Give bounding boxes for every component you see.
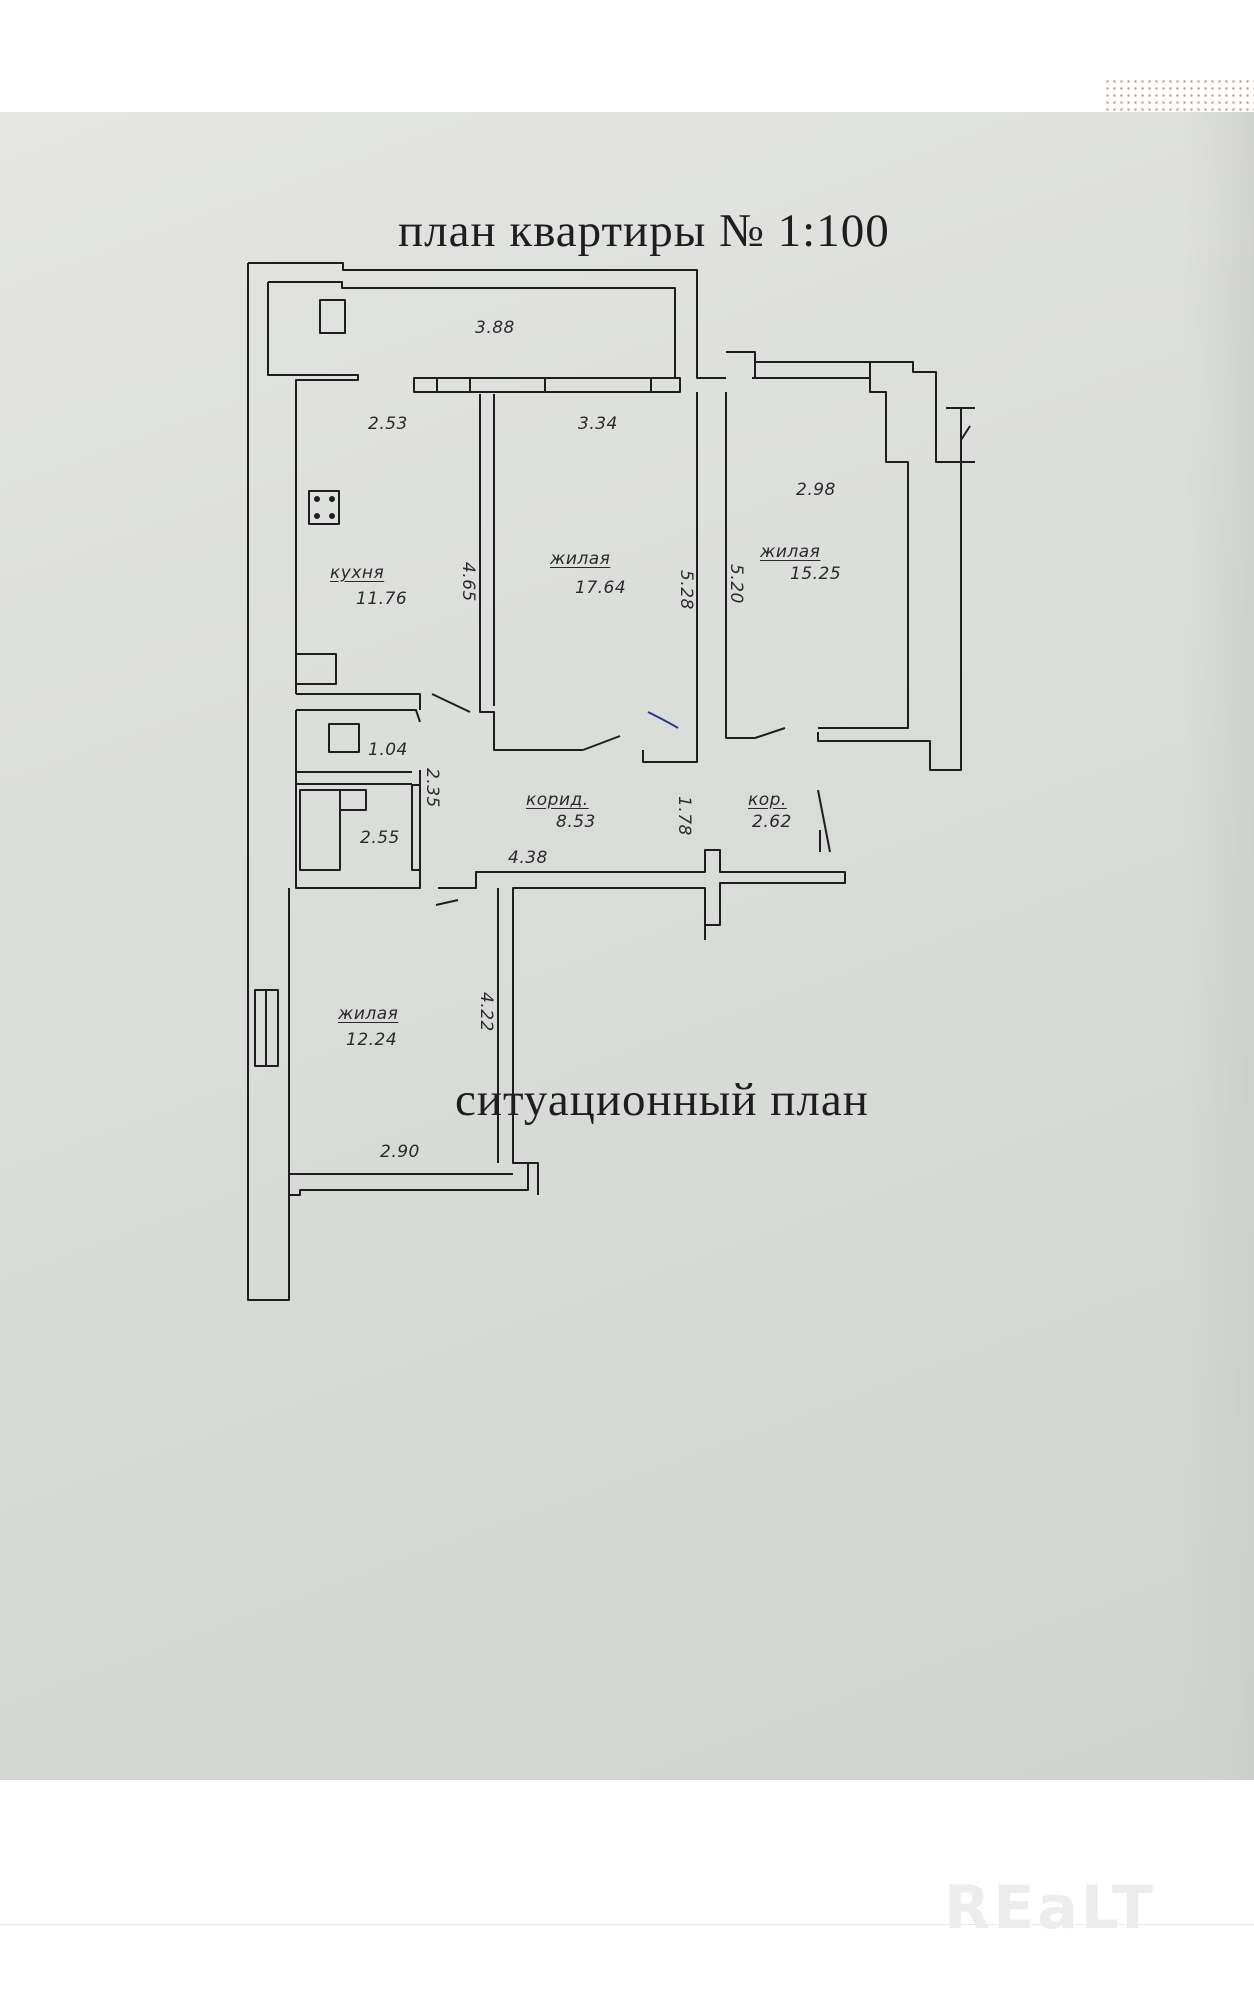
plan-title: план квартиры № 1:100 [398,205,890,257]
pen-mark [647,711,679,729]
inner-wall [296,693,421,710]
inner-wall [479,394,583,751]
inner-wall [725,392,755,739]
inner-wall [288,1162,539,1196]
room-corridor-small-name: кор. [748,790,787,810]
stove-burner [329,496,335,502]
outer-wall [946,407,975,463]
door-swing [582,727,786,751]
dim-center-width: 3.34 [578,414,618,434]
inner-wall [752,377,909,729]
dim-right-length: 5.20 [726,564,746,604]
window-frame [436,378,652,392]
inner-wall [295,710,421,889]
stove-burner [314,496,320,502]
room-living-bottom-name: жилая [338,1004,399,1024]
inner-wall [642,392,698,763]
door-swing [435,789,831,940]
inner-wall [438,849,846,1164]
bathtub [299,789,341,871]
door-swing [431,693,471,713]
kitchen-sink [295,653,337,685]
room-living-center-area: 17.64 [575,578,627,598]
inner-wall [267,282,359,694]
window-frame [413,377,681,393]
realt-watermark: REaLT [944,1873,1156,1943]
room-bathroom-area: 2.55 [360,828,400,848]
dim-center-length: 5.28 [676,570,696,610]
tablecloth-pattern [1104,78,1254,118]
dim-right-width: 2.98 [796,480,836,500]
dim-corridor-length: 4.38 [508,848,548,868]
floor-plan-photo [0,112,1254,1780]
inner-wall [296,709,421,723]
top-margin [0,0,1254,112]
bottom-margin [0,1780,1254,2000]
room-corridor-small-area: 2.62 [752,812,792,832]
outer-wall [268,281,676,378]
dim-bottom-width: 2.90 [380,1142,420,1162]
vent-shaft [319,299,346,334]
site-plan-title: ситуационный план [455,1074,869,1126]
stove [308,490,340,525]
room-living-center-name: жилая [550,549,611,569]
dim-balcony: 3.88 [475,318,515,338]
room-living-right-area: 15.25 [790,564,842,584]
room-kitchen-name: кухня [330,563,385,583]
room-corridor-name: корид. [526,790,589,810]
dim-bath-length: 2.35 [422,768,442,808]
outer-wall [247,263,293,1301]
room-kitchen-area: 11.76 [356,589,408,609]
dim-bottom-length: 4.22 [476,992,496,1032]
window-frame [254,989,279,1067]
dim-kitchen-length: 4.65 [458,562,478,602]
room-toilet-area: 1.04 [368,740,408,760]
stove-burner [314,513,320,519]
toilet-fixture [328,723,360,753]
stove-burner [329,513,335,519]
room-living-bottom-area: 12.24 [346,1030,398,1050]
divider [0,1924,1254,1925]
wash-basin [339,789,367,811]
dim-kitchen-width: 2.53 [368,414,408,434]
inner-wall [296,771,412,785]
room-living-right-name: жилая [760,542,821,562]
outer-wall [248,262,726,379]
window-frame [754,361,871,379]
room-corridor-area: 8.53 [556,812,596,832]
dim-corridor-width: 1.78 [674,796,694,836]
